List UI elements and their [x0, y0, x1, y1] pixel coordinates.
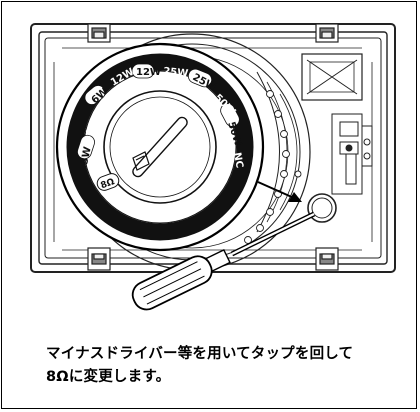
terminal-block — [331, 113, 373, 195]
bracket-top-right — [315, 23, 339, 43]
caption-line-2: 8Ωに変更します。 — [46, 369, 171, 385]
tap-pointer — [132, 151, 150, 171]
bracket-bottom-right — [315, 247, 339, 271]
ring-holes — [244, 90, 302, 244]
ohm-label: 8Ω — [99, 177, 116, 191]
dial-label-3w: 3W — [79, 146, 94, 166]
dial-label-nc: NC — [231, 152, 245, 169]
ohm-marker: 8Ω — [96, 173, 120, 191]
magnified-dial: 3W 6W 6W 12W 12W 25W 25W 50W 50W NC 8Ω — [55, 42, 265, 252]
dial-label-25w: 25W — [163, 66, 189, 80]
screwdriver-slot — [132, 116, 188, 178]
bracket-top-left — [87, 23, 111, 43]
bracket-bottom-left — [87, 247, 111, 271]
mounting-brackets — [87, 23, 339, 271]
speaker-tap-illustration: 3W 6W 6W 12W 12W 25W 25W 50W 50W NC 8Ω — [30, 23, 396, 311]
screwdriver — [131, 211, 316, 311]
pointer-arrow — [257, 181, 302, 202]
caption-line-1: マイナスドライバー等を用いてタップを回して — [46, 346, 354, 362]
tap-selector-hole — [307, 193, 337, 223]
right-vent — [301, 53, 363, 101]
instruction-caption: マイナスドライバー等を用いてタップを回して 8Ωに変更します。 — [46, 343, 406, 389]
dial-label-12w-b: 12W — [136, 67, 161, 78]
